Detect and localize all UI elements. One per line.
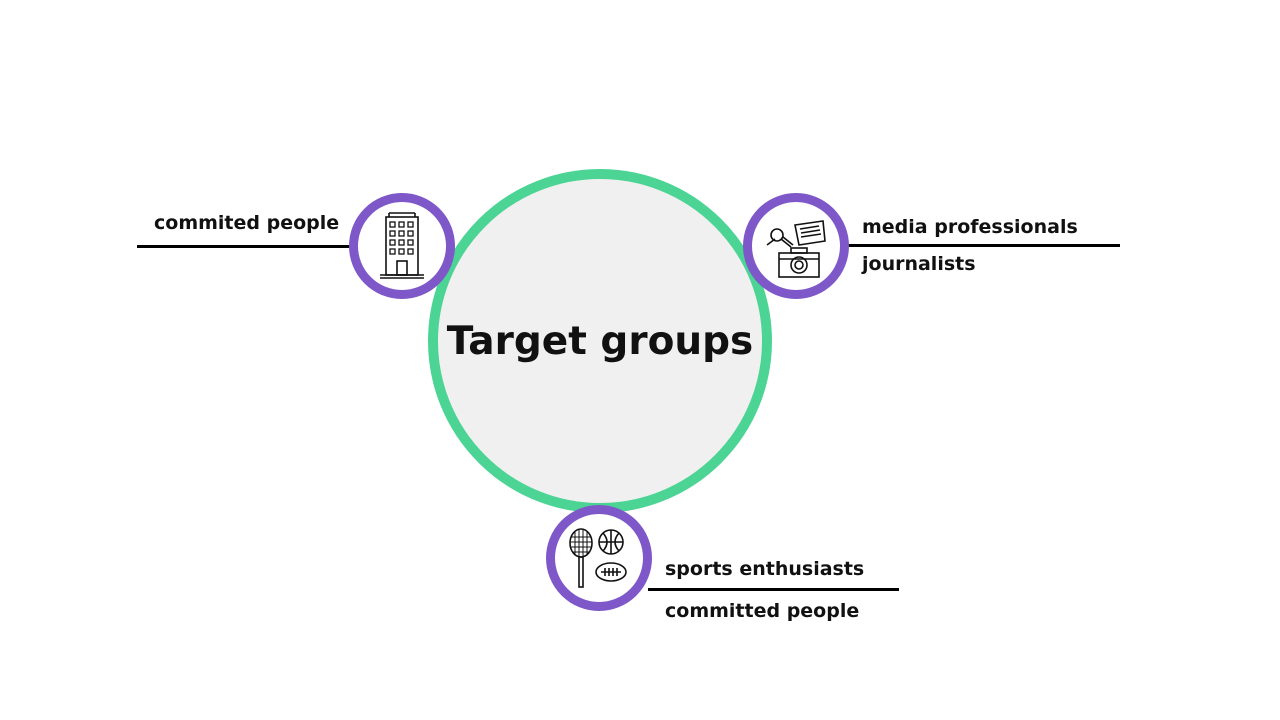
node-sports	[546, 505, 652, 611]
label-sports-enthusiasts: sports enthusiasts	[665, 558, 865, 580]
node-media	[743, 193, 849, 299]
diagram-title: Target groups	[446, 318, 754, 364]
label-media-professionals: media professionals	[862, 216, 1078, 238]
label-committed-people: committed people	[665, 600, 860, 622]
media-icon	[761, 211, 831, 281]
node-commited-people	[349, 193, 455, 299]
label-commited-people: commited people	[154, 212, 340, 234]
connector-line-bottom	[648, 588, 899, 591]
label-journalists: journalists	[862, 253, 976, 275]
center-circle: Target groups	[428, 169, 772, 513]
connector-line-left	[137, 245, 352, 248]
office-building-icon	[377, 211, 427, 281]
connector-line-right	[848, 244, 1120, 247]
sports-equipment-icon	[567, 526, 631, 590]
